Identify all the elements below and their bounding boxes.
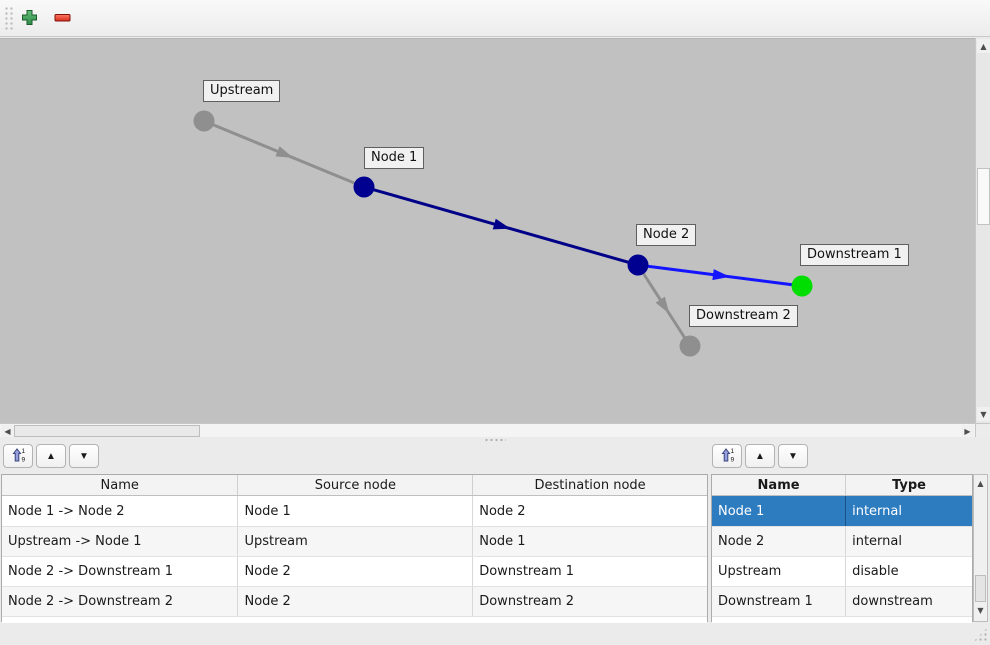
svg-text:1: 1	[22, 448, 26, 455]
edge-arrow-icon	[492, 218, 511, 230]
graph-node[interactable]	[193, 110, 215, 132]
table-cell[interactable]: Node 1	[237, 496, 472, 526]
column-header-name[interactable]: Name	[757, 477, 800, 493]
edge-arrow-icon	[712, 269, 730, 281]
canvas-vertical-scrollbar[interactable]: ▲ ▼	[975, 38, 990, 423]
remove-node-button[interactable]	[50, 7, 74, 31]
table-cell[interactable]: disable	[845, 557, 972, 586]
table-cell[interactable]: Upstream	[237, 527, 472, 556]
scroll-up-icon[interactable]: ▲	[975, 477, 986, 490]
column-header-source-node[interactable]: Source node	[237, 475, 472, 495]
edges-move-down-button[interactable]: ▼	[69, 444, 99, 468]
table-cell[interactable]: Node 1	[718, 503, 765, 519]
table-scroll-thumb[interactable]	[975, 575, 986, 602]
table-cell[interactable]: Node 1	[472, 527, 707, 556]
main-toolbar	[0, 0, 990, 37]
table-cell[interactable]: Upstream	[718, 564, 782, 579]
table-cell[interactable]: internal	[845, 527, 972, 556]
graph-node[interactable]	[353, 176, 375, 198]
scroll-down-icon[interactable]: ▼	[975, 604, 986, 617]
table-cell[interactable]: downstream	[845, 587, 972, 616]
splitter-handle-icon	[484, 438, 506, 442]
nodes-table-scrollbar[interactable]: ▲ ▼	[973, 474, 988, 622]
table-row[interactable]: Downstream 1 downstream	[712, 586, 972, 616]
graph-node[interactable]	[791, 275, 813, 297]
svg-text:1: 1	[731, 448, 735, 455]
table-cell[interactable]: Node 2	[237, 557, 472, 586]
remove-icon	[54, 9, 71, 29]
table-cell[interactable]: Node 2	[472, 496, 707, 526]
edge-arrow-icon	[655, 296, 670, 314]
horizontal-scroll-thumb[interactable]	[14, 425, 200, 437]
table-cell[interactable]: Node 1 -> Node 2	[8, 503, 125, 519]
window-resize-grip[interactable]	[973, 627, 988, 642]
scroll-down-icon[interactable]: ▼	[977, 407, 990, 421]
move-up-icon: ▲	[46, 450, 56, 462]
table-cell[interactable]: Downstream 1	[718, 594, 813, 609]
svg-text:9: 9	[731, 456, 735, 463]
canvas-horizontal-scrollbar[interactable]: ◀ ▶	[0, 423, 975, 437]
table-cell[interactable]: internal	[845, 496, 972, 526]
nodes-table-header: Name Type	[712, 475, 972, 496]
add-icon	[21, 9, 38, 29]
empty-row	[2, 616, 707, 623]
move-down-icon: ▼	[788, 450, 798, 462]
edges-table: Name Source node Destination node Node 1…	[1, 474, 708, 623]
node-label[interactable]: Upstream	[203, 80, 281, 102]
table-row[interactable]: Node 2 internal	[712, 526, 972, 556]
table-cell[interactable]: Downstream 2	[472, 587, 707, 616]
move-up-icon: ▲	[755, 450, 765, 462]
scroll-right-icon[interactable]: ▶	[961, 425, 974, 437]
nodes-move-down-button[interactable]: ▼	[778, 444, 808, 468]
scroll-left-icon[interactable]: ◀	[1, 425, 14, 437]
table-cell[interactable]: Node 2 -> Downstream 1	[8, 564, 173, 579]
column-header-type[interactable]: Type	[845, 475, 972, 495]
node-label[interactable]: Downstream 1	[800, 244, 909, 266]
toolbar-grip[interactable]	[4, 6, 14, 31]
table-row[interactable]: Upstream disable	[712, 556, 972, 586]
move-down-icon: ▼	[79, 450, 89, 462]
nodes-move-up-button[interactable]: ▲	[745, 444, 775, 468]
edges-table-header: Name Source node Destination node	[2, 475, 707, 496]
scrollbar-corner	[975, 423, 990, 437]
node-label[interactable]: Node 2	[636, 224, 697, 246]
graph-node[interactable]	[627, 254, 649, 276]
column-header-name[interactable]: Name	[100, 477, 139, 493]
svg-text:9: 9	[22, 456, 26, 463]
table-cell[interactable]: Node 2	[237, 587, 472, 616]
add-node-button[interactable]	[17, 7, 41, 31]
graph-node[interactable]	[679, 335, 701, 357]
empty-row	[712, 616, 972, 623]
sort-ascending-icon: 1 9	[10, 447, 26, 466]
table-row[interactable]: Node 1 internal	[712, 496, 972, 526]
column-header-destination-node[interactable]: Destination node	[472, 475, 707, 495]
sort-ascending-icon: 1 9	[719, 447, 735, 466]
edges-move-up-button[interactable]: ▲	[36, 444, 66, 468]
table-cell[interactable]: Node 2	[718, 534, 765, 549]
node-label[interactable]: Downstream 2	[689, 305, 798, 327]
table-cell[interactable]: Upstream -> Node 1	[8, 534, 142, 549]
scroll-up-icon[interactable]: ▲	[977, 39, 990, 53]
panel-splitter[interactable]	[0, 437, 990, 443]
table-cell[interactable]: Node 2 -> Downstream 2	[8, 594, 173, 609]
graph-svg	[193, 110, 813, 357]
node-label[interactable]: Node 1	[364, 147, 425, 169]
edges-sort-button[interactable]: 1 9	[3, 444, 33, 468]
nodes-sort-button[interactable]: 1 9	[712, 444, 742, 468]
vertical-scroll-thumb[interactable]	[977, 168, 990, 225]
table-cell[interactable]: Downstream 1	[472, 557, 707, 586]
edge-arrow-icon	[275, 146, 294, 158]
